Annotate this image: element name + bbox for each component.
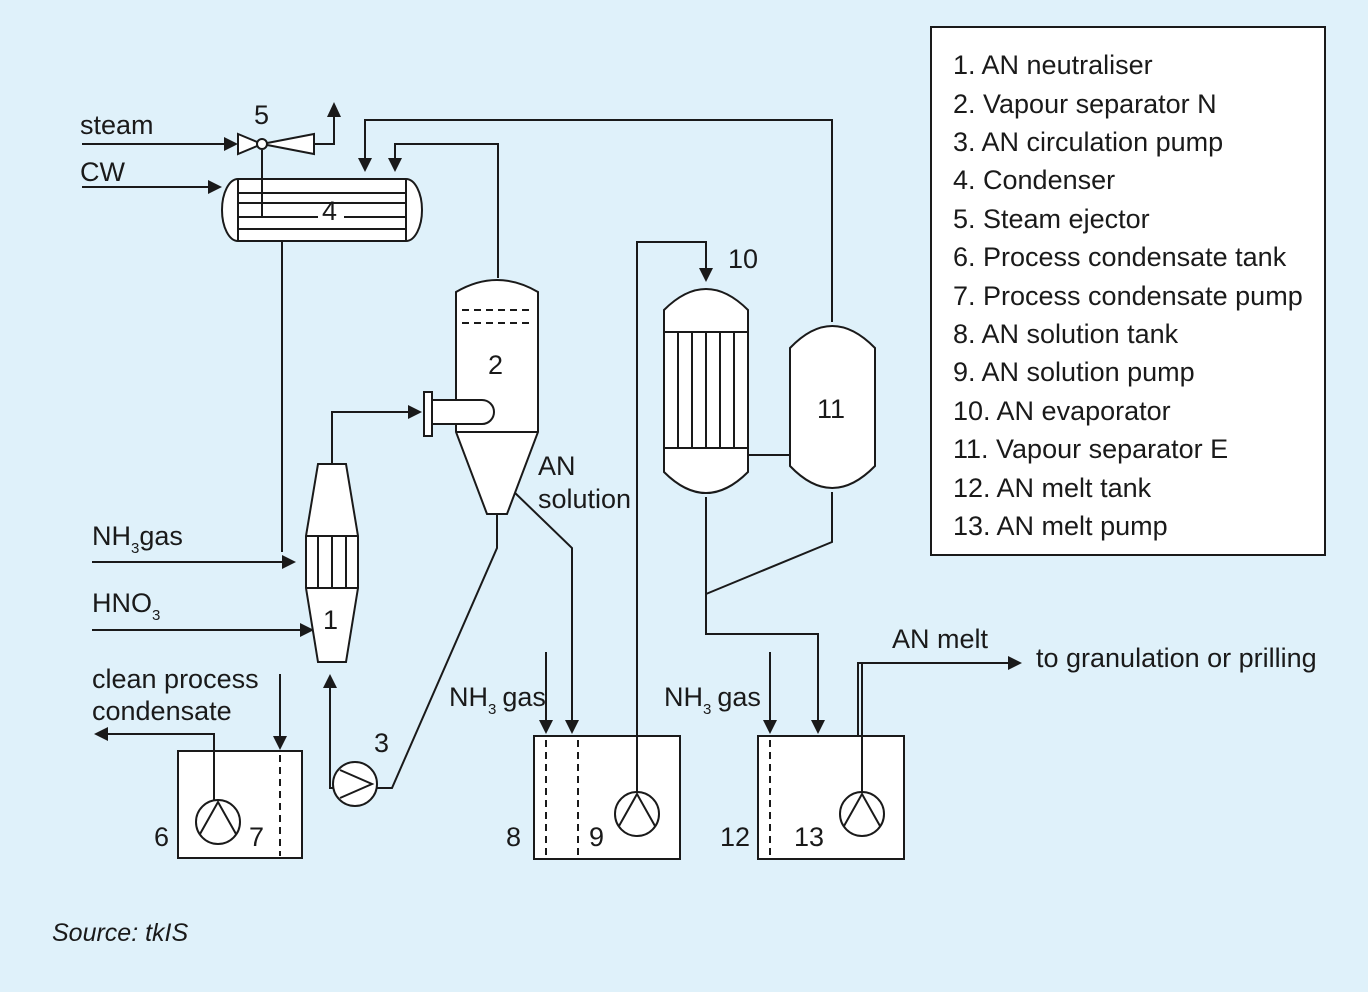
legend-item: 13. AN melt pump — [953, 511, 1168, 541]
vapour-separator-e-11 — [789, 325, 876, 489]
arrowhead — [208, 180, 222, 194]
vapour-line-2-to-4 — [394, 143, 499, 278]
arrowhead — [388, 158, 402, 172]
label-number-8: 8 — [506, 822, 521, 852]
an-solution-line — [511, 489, 573, 722]
arrowhead — [565, 720, 579, 734]
legend-item: 3. AN circulation pump — [953, 127, 1223, 157]
an-melt-tank-12 — [757, 663, 905, 860]
condenser-4 — [221, 150, 423, 242]
separator-n-flange — [423, 391, 433, 437]
legend-item: 4. Condenser — [953, 165, 1115, 195]
label-number-2: 2 — [488, 350, 503, 380]
arrowhead — [327, 102, 341, 117]
arrowhead — [323, 674, 337, 688]
label-hno3: HNO3 — [92, 588, 160, 624]
label-number-12: 12 — [720, 822, 750, 852]
label-nh3-gas-main: NH3gas — [92, 521, 183, 557]
legend-item: 2. Vapour separator N — [953, 89, 1217, 119]
neutraliser-outlet-line — [331, 411, 410, 464]
legend-item: 9. AN solution pump — [953, 357, 1195, 387]
arrowhead — [358, 158, 372, 172]
process-condensate-tank-6 — [177, 734, 303, 859]
label-number-3: 3 — [374, 728, 389, 758]
arrowhead — [699, 268, 713, 282]
arrowhead — [224, 137, 238, 151]
label-an-solution-1: AN — [538, 451, 576, 481]
label-number-10: 10 — [728, 244, 758, 274]
label-an-melt: AN melt — [892, 624, 989, 654]
legend-item: 7. Process condensate pump — [953, 281, 1303, 311]
pump-3-impeller — [339, 769, 375, 799]
label-clean-condensate-2: condensate — [92, 696, 232, 726]
an-circulation-pump-3 — [332, 761, 378, 807]
steam-ejector-5 — [237, 132, 315, 156]
separator-n-vessel — [455, 279, 539, 515]
arrowhead — [408, 405, 422, 419]
pump-13-impeller — [843, 791, 881, 827]
pump-9-impeller — [618, 791, 656, 827]
an-neutraliser-1 — [305, 463, 359, 663]
legend-item: 6. Process condensate tank — [953, 242, 1287, 272]
label-an-solution-2: solution — [538, 484, 631, 514]
label-number-4: 4 — [322, 196, 337, 226]
pump-9-casing — [614, 791, 660, 837]
pump-7-impeller — [199, 799, 237, 835]
ejector-diffuser — [261, 132, 315, 156]
recirculation-line — [372, 514, 498, 789]
arrowhead — [811, 720, 825, 734]
arrowhead — [273, 736, 287, 750]
arrowhead — [282, 555, 296, 569]
separator-n-inlet-nozzle — [431, 399, 495, 425]
label-number-7: 7 — [249, 822, 264, 852]
melt-line — [705, 497, 819, 722]
label-steam: steam — [80, 110, 154, 140]
label-number-5: 5 — [254, 100, 269, 130]
separator-e-drain-line — [705, 492, 833, 595]
pump-13-casing — [839, 791, 885, 837]
label-number-1: 1 — [323, 605, 338, 635]
legend-item: 12. AN melt tank — [953, 473, 1152, 503]
legend-box — [930, 26, 1326, 556]
an-solution-tank-8 — [533, 735, 681, 860]
label-number-6: 6 — [154, 822, 169, 852]
label-clean-condensate-1: clean process — [92, 664, 259, 694]
arrowhead — [763, 720, 777, 734]
legend-item: 8. AN solution tank — [953, 319, 1179, 349]
separator-e-vessel — [789, 325, 876, 489]
source-caption: Source: tkIS — [52, 919, 188, 947]
legend-item: 10. AN evaporator — [953, 396, 1171, 426]
tank-12-body — [757, 735, 905, 860]
an-evaporator-10 — [663, 288, 749, 494]
arrowhead — [94, 727, 108, 741]
ejector-nozzle — [237, 132, 265, 156]
ejector-exhaust-line — [314, 114, 335, 145]
arrowhead — [300, 623, 314, 637]
tank-6-body — [177, 750, 303, 859]
vapour-line-11-to-4 — [364, 119, 833, 322]
tank-8-body — [533, 735, 681, 860]
legend-item: 5. Steam ejector — [953, 204, 1150, 234]
label-number-9: 9 — [589, 822, 604, 852]
legend-item: 1. AN neutraliser — [953, 50, 1153, 80]
legend: 1. AN neutraliser 2. Vapour separator N … — [930, 26, 1326, 556]
pump-7-casing — [195, 799, 241, 845]
label-number-13: 13 — [794, 822, 824, 852]
label-to-granulation: to granulation or prilling — [1036, 643, 1317, 673]
pump-3-casing — [332, 761, 378, 807]
ejector-throat — [256, 138, 268, 150]
arrowhead — [539, 720, 553, 734]
arrowhead — [1008, 656, 1022, 670]
legend-item: 11. Vapour separator E — [953, 434, 1228, 464]
label-cw: CW — [80, 157, 125, 187]
vapour-separator-n-2 — [423, 279, 539, 515]
label-number-11: 11 — [817, 394, 845, 424]
